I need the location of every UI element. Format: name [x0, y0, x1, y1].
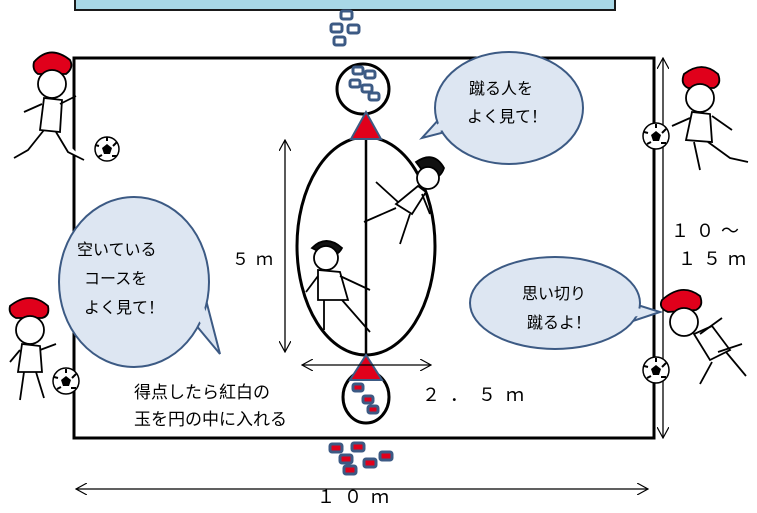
red-balls-bottom [328, 382, 394, 476]
kid-left-goalkeeper [8, 297, 57, 401]
kid-center-top [363, 156, 445, 245]
kid-top-right [671, 66, 749, 171]
kid-center-bottom [305, 240, 371, 333]
soccer-ball-icon [52, 367, 80, 395]
bottom-cone [348, 353, 384, 381]
bubble-open-course-line1: 空いている [77, 240, 157, 259]
bubble-open-course-line3: よく見て！ [84, 298, 165, 317]
title-banner [74, 0, 616, 11]
soccer-ball-icon [94, 136, 120, 162]
bubble-watch-kicker [419, 51, 584, 165]
blue-balls-top [329, 9, 381, 102]
bubble-kick-hard-line1: 思い切り [522, 284, 587, 303]
label-10m: １０ｍ [317, 487, 398, 508]
soccer-ball-icon [642, 122, 670, 150]
bubble-open-course-line2: コースを [84, 269, 148, 288]
soccer-ball-icon [642, 356, 670, 384]
score-note-line2: 玉を円の中に入れる [134, 410, 287, 430]
top-cone [349, 109, 383, 140]
label-15m: １５ｍ [678, 249, 753, 270]
score-note-line1: 得点したら紅白の [134, 383, 270, 403]
bubble-kick-hard-line2: 蹴るよ！ [527, 313, 592, 332]
top-goal-circle [335, 62, 391, 116]
kid-top-left-kicker [13, 51, 85, 161]
bubble-open-course [58, 196, 221, 368]
label-10-range: １０～ [671, 221, 746, 242]
bubble-watch-kicker-line1: 蹴る人を [469, 79, 534, 98]
label-5m: ５ｍ [232, 250, 280, 270]
bubble-kick-hard [469, 256, 664, 350]
bubble-watch-kicker-line2: よく見て！ [467, 107, 548, 126]
kid-right-kicker [659, 289, 747, 385]
label-2-5m: ２．５ｍ [422, 385, 534, 406]
